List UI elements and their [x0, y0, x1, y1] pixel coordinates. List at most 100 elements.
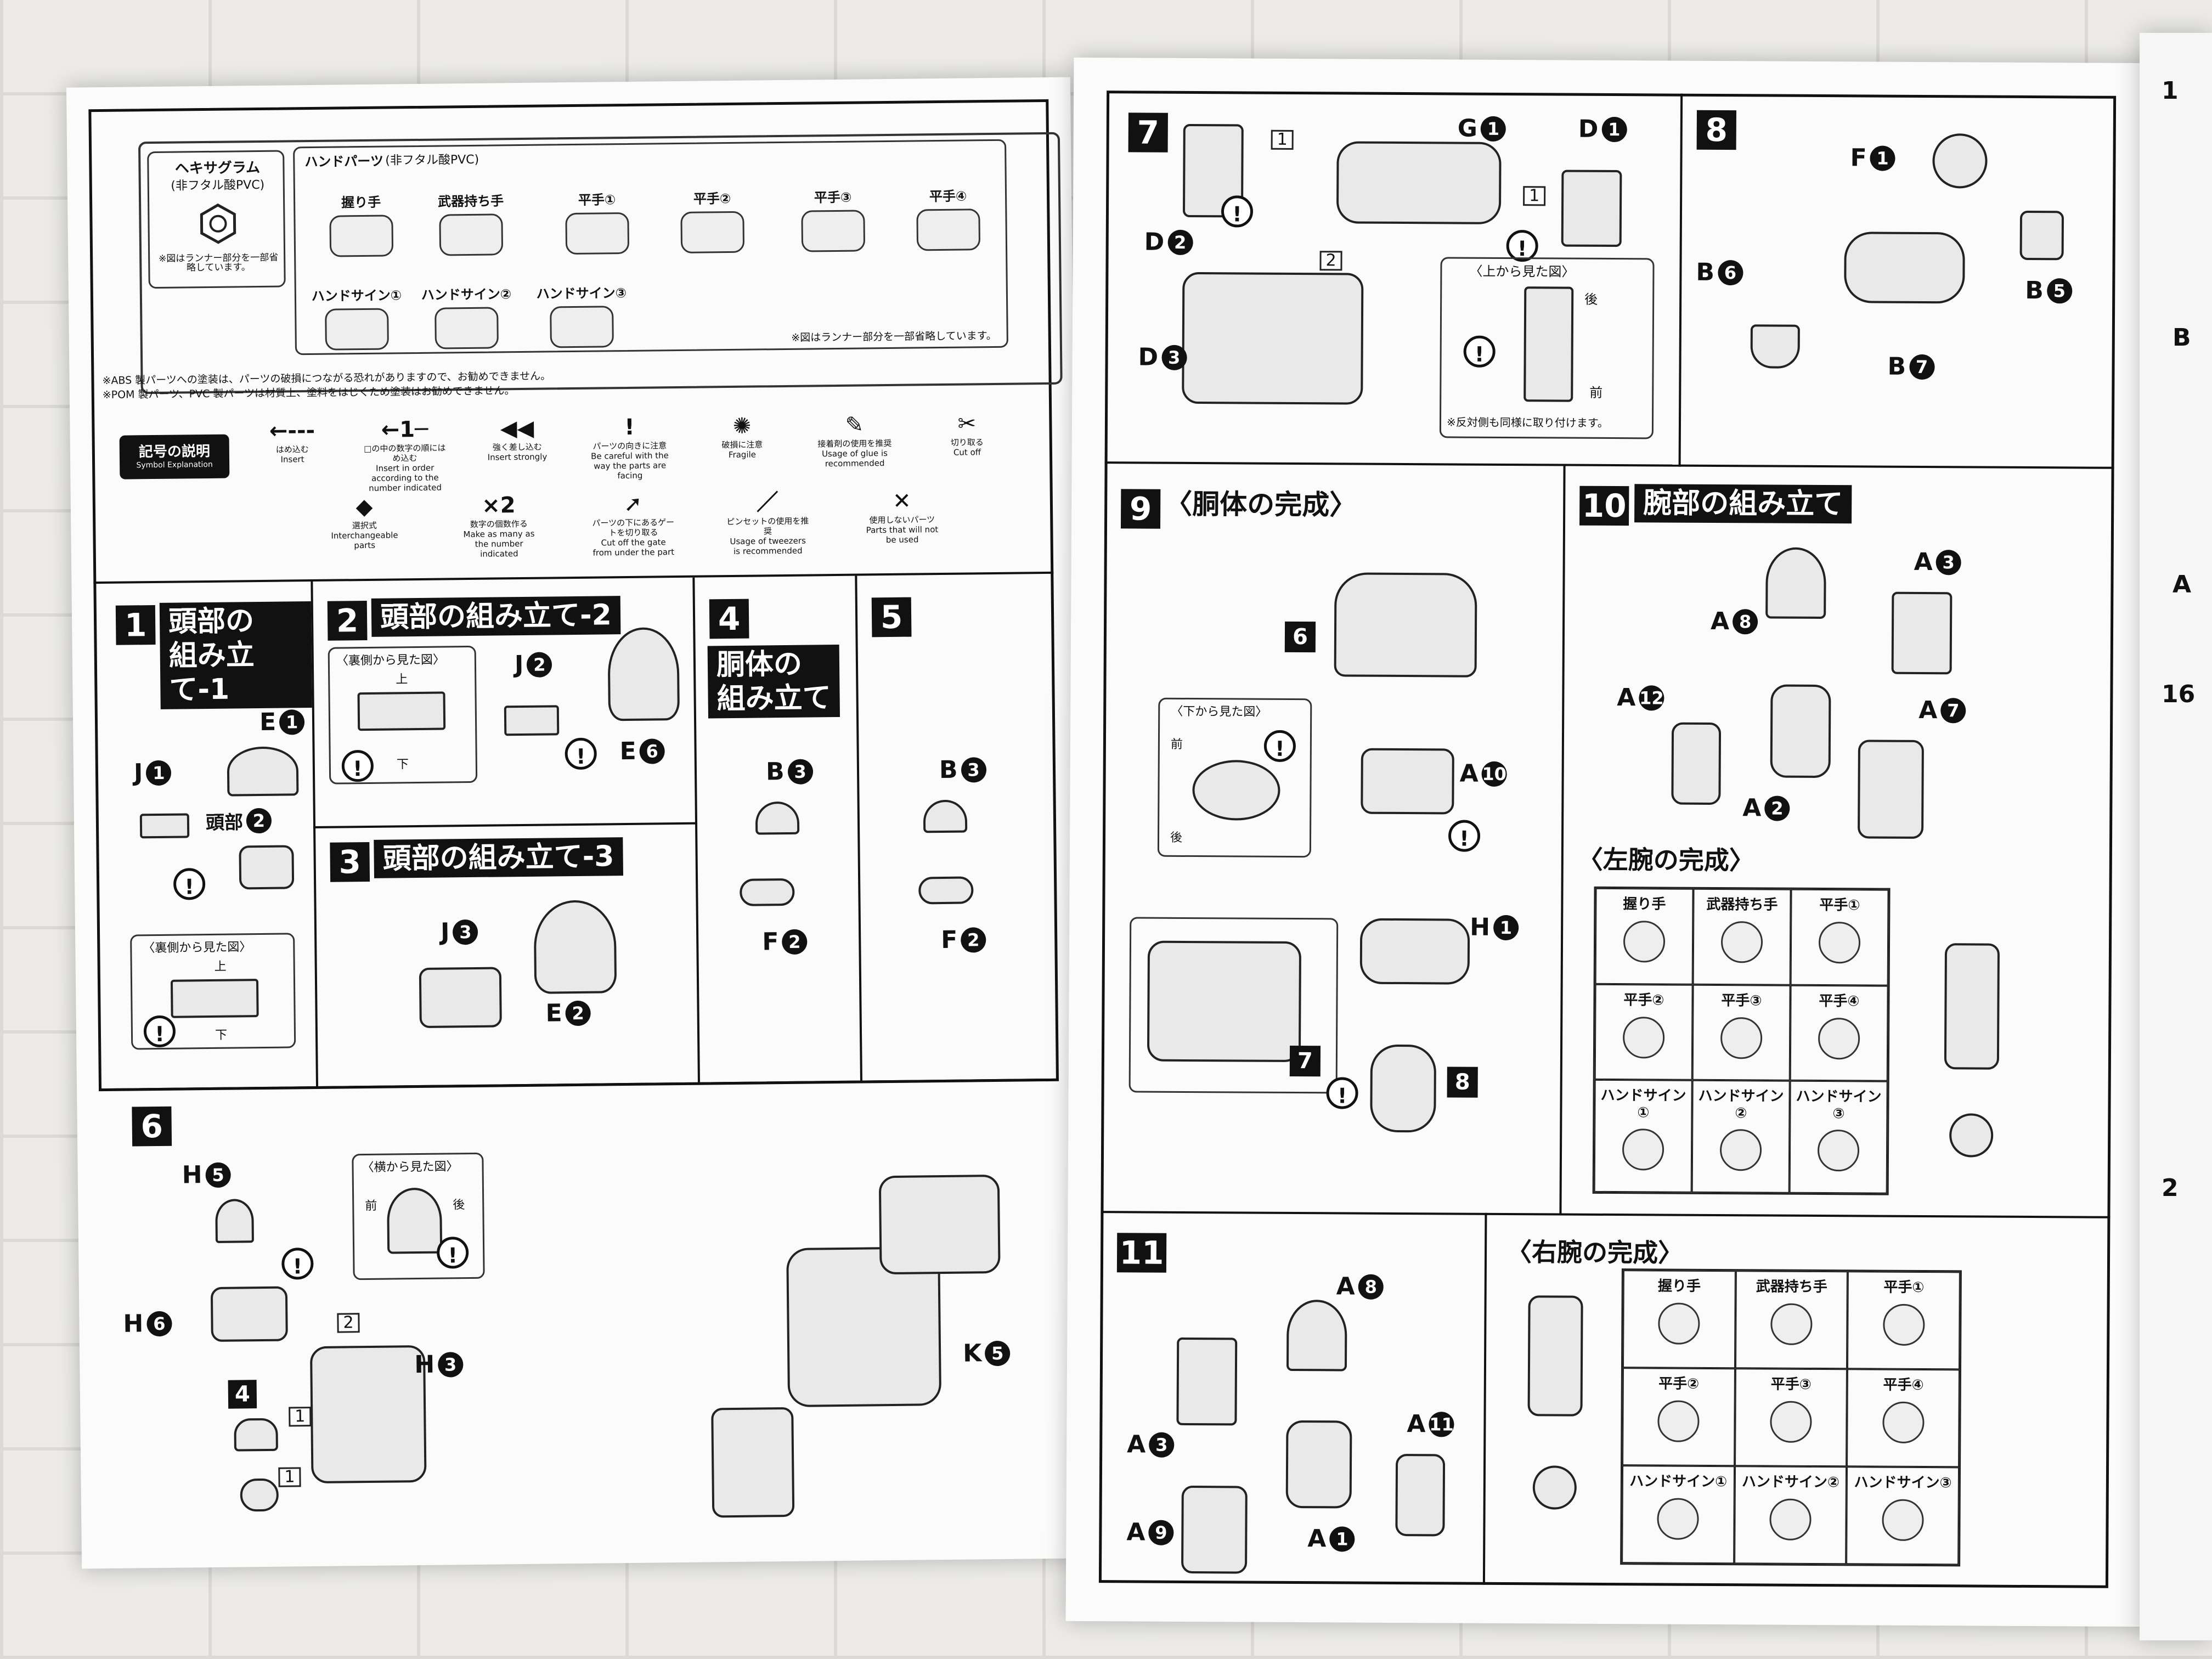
- seq-1b: 1: [278, 1467, 301, 1487]
- caution-icon: !: [1448, 820, 1481, 852]
- num-7: 7: [1909, 354, 1935, 380]
- symbol-jp: パーツの下にあるゲートを切り取る: [592, 517, 675, 538]
- hand-part-label: 握り手: [341, 194, 381, 211]
- down-label: 下: [396, 758, 409, 772]
- step-8-number: 8: [1696, 110, 1736, 150]
- a8-part: [1286, 1299, 1347, 1372]
- label-a: A: [1336, 1272, 1355, 1301]
- hand-option-cell: ハンドサイン③: [1846, 1466, 1960, 1565]
- left-hand-part: [1949, 1113, 1994, 1158]
- label-g: G: [1457, 114, 1478, 143]
- helmet-assembly-part: [533, 900, 617, 994]
- label-h: H: [182, 1161, 202, 1189]
- hand-part-label: ハンドサイン②: [421, 286, 512, 303]
- top-view-part: [1523, 286, 1574, 402]
- num-1: 1: [1329, 1526, 1355, 1552]
- hand-runner-icon: [435, 307, 499, 349]
- hand-part-label: ハンドサイン③: [536, 285, 627, 302]
- hand-part-label: 平手②: [693, 190, 731, 207]
- waist-assembly-part: [1147, 940, 1302, 1063]
- g1-waist-part: [1336, 141, 1502, 224]
- hand-part-label: 平手④: [929, 188, 967, 205]
- hand-part-item: ハンドサイン②: [417, 283, 516, 349]
- front-label: 前: [365, 1199, 377, 1214]
- top-view-title: 〈上から見た図〉: [1469, 263, 1575, 280]
- h6-part: [210, 1286, 288, 1342]
- a11-part: [1395, 1453, 1446, 1537]
- hexagram-sub: (非フタル酸PVC): [171, 178, 265, 193]
- hand-option-cell: ハンドサイン②: [1734, 1466, 1847, 1565]
- hand-option-label: 平手①: [1819, 896, 1860, 914]
- hand-parts-note: ※図はランナー部分を一部省略しています。: [791, 329, 997, 344]
- label-b: B: [765, 758, 785, 786]
- b5-part: [2019, 210, 2064, 261]
- b3-part: [923, 799, 968, 833]
- num-1: 1: [279, 709, 305, 735]
- face-part: [239, 845, 295, 890]
- symbol-glyph: ←---: [269, 417, 315, 444]
- caution-icon: !: [173, 868, 206, 900]
- k5-chest-part: [878, 1174, 1001, 1275]
- hand-parts-title: ハンドパーツ: [304, 153, 384, 170]
- num-3: 3: [437, 1351, 464, 1378]
- edge-label: A: [2172, 571, 2192, 599]
- num-6: 6: [1717, 259, 1743, 285]
- label-f: F: [1850, 144, 1867, 172]
- edge-label: B: [2172, 324, 2191, 352]
- up-label: 上: [214, 960, 227, 974]
- hand-runner-icon: [325, 308, 389, 351]
- h1-waist-part: [1359, 918, 1470, 985]
- num-1: 1: [1601, 116, 1627, 142]
- hand-option-label: ハンドサイン①: [1629, 1473, 1728, 1491]
- hexagram-title: ヘキサグラム: [174, 159, 261, 177]
- a9-part: [1181, 1485, 1248, 1574]
- left-arm-complete-title: 〈左腕の完成〉: [1577, 844, 1754, 876]
- b6-part: [1750, 324, 1800, 369]
- hand-icon: [1622, 1016, 1665, 1059]
- num-6: 6: [639, 738, 665, 764]
- label-f: F: [762, 928, 779, 956]
- hand-runner-icon: [916, 208, 981, 251]
- symbol-jp: 切り取る: [950, 437, 984, 448]
- hand-option-cell: 武器持ち手: [1692, 888, 1791, 985]
- hand-option-cell: 武器持ち手: [1735, 1271, 1848, 1369]
- rear-view-title: 〈裏側から見た図〉: [143, 940, 252, 956]
- label-j: J: [440, 918, 450, 946]
- hexagram-box: ヘキサグラム (非フタル酸PVC) ※図はランナー部分を一部省略しています。: [147, 150, 286, 289]
- head-assembly-part: [419, 967, 502, 1029]
- hand-icon: [1818, 1017, 1860, 1060]
- hand-option-label: 平手④: [1819, 992, 1860, 1010]
- step-6-number: 6: [132, 1106, 172, 1147]
- step2-view-title: 〈裏側から見た図〉: [336, 653, 445, 668]
- torso-core-part: [309, 1345, 427, 1484]
- edge-label: 16: [2162, 680, 2196, 708]
- hand-icon: [1622, 1128, 1664, 1171]
- symbol-en: Insert in order according to the number …: [369, 462, 442, 493]
- label-d: D: [1138, 343, 1159, 371]
- helmet-part: [607, 627, 680, 721]
- hand-option-label: 武器持ち手: [1756, 1278, 1827, 1296]
- edge-label: 1: [2162, 77, 2179, 105]
- d1-part: [1561, 170, 1622, 247]
- hand-option-label: ハンドサイン③: [1854, 1474, 1952, 1492]
- num-6: 6: [146, 1311, 172, 1336]
- label-j: J: [514, 650, 524, 679]
- num-2: 2: [1167, 229, 1193, 255]
- hand-option-label: 平手②: [1658, 1375, 1700, 1392]
- symbol-glyph: ✺: [732, 413, 752, 439]
- num-3: 3: [453, 919, 478, 945]
- b-part: [234, 1418, 278, 1452]
- caution-icon: !: [1463, 335, 1496, 368]
- symbol-jp: パーツの向きに注意: [592, 441, 667, 452]
- bottom-view-box: 〈下から見た図〉 前 ! 後: [1157, 697, 1312, 858]
- label-a: A: [1918, 696, 1938, 725]
- step-10-title: 腕部の組み立て: [1634, 484, 1852, 524]
